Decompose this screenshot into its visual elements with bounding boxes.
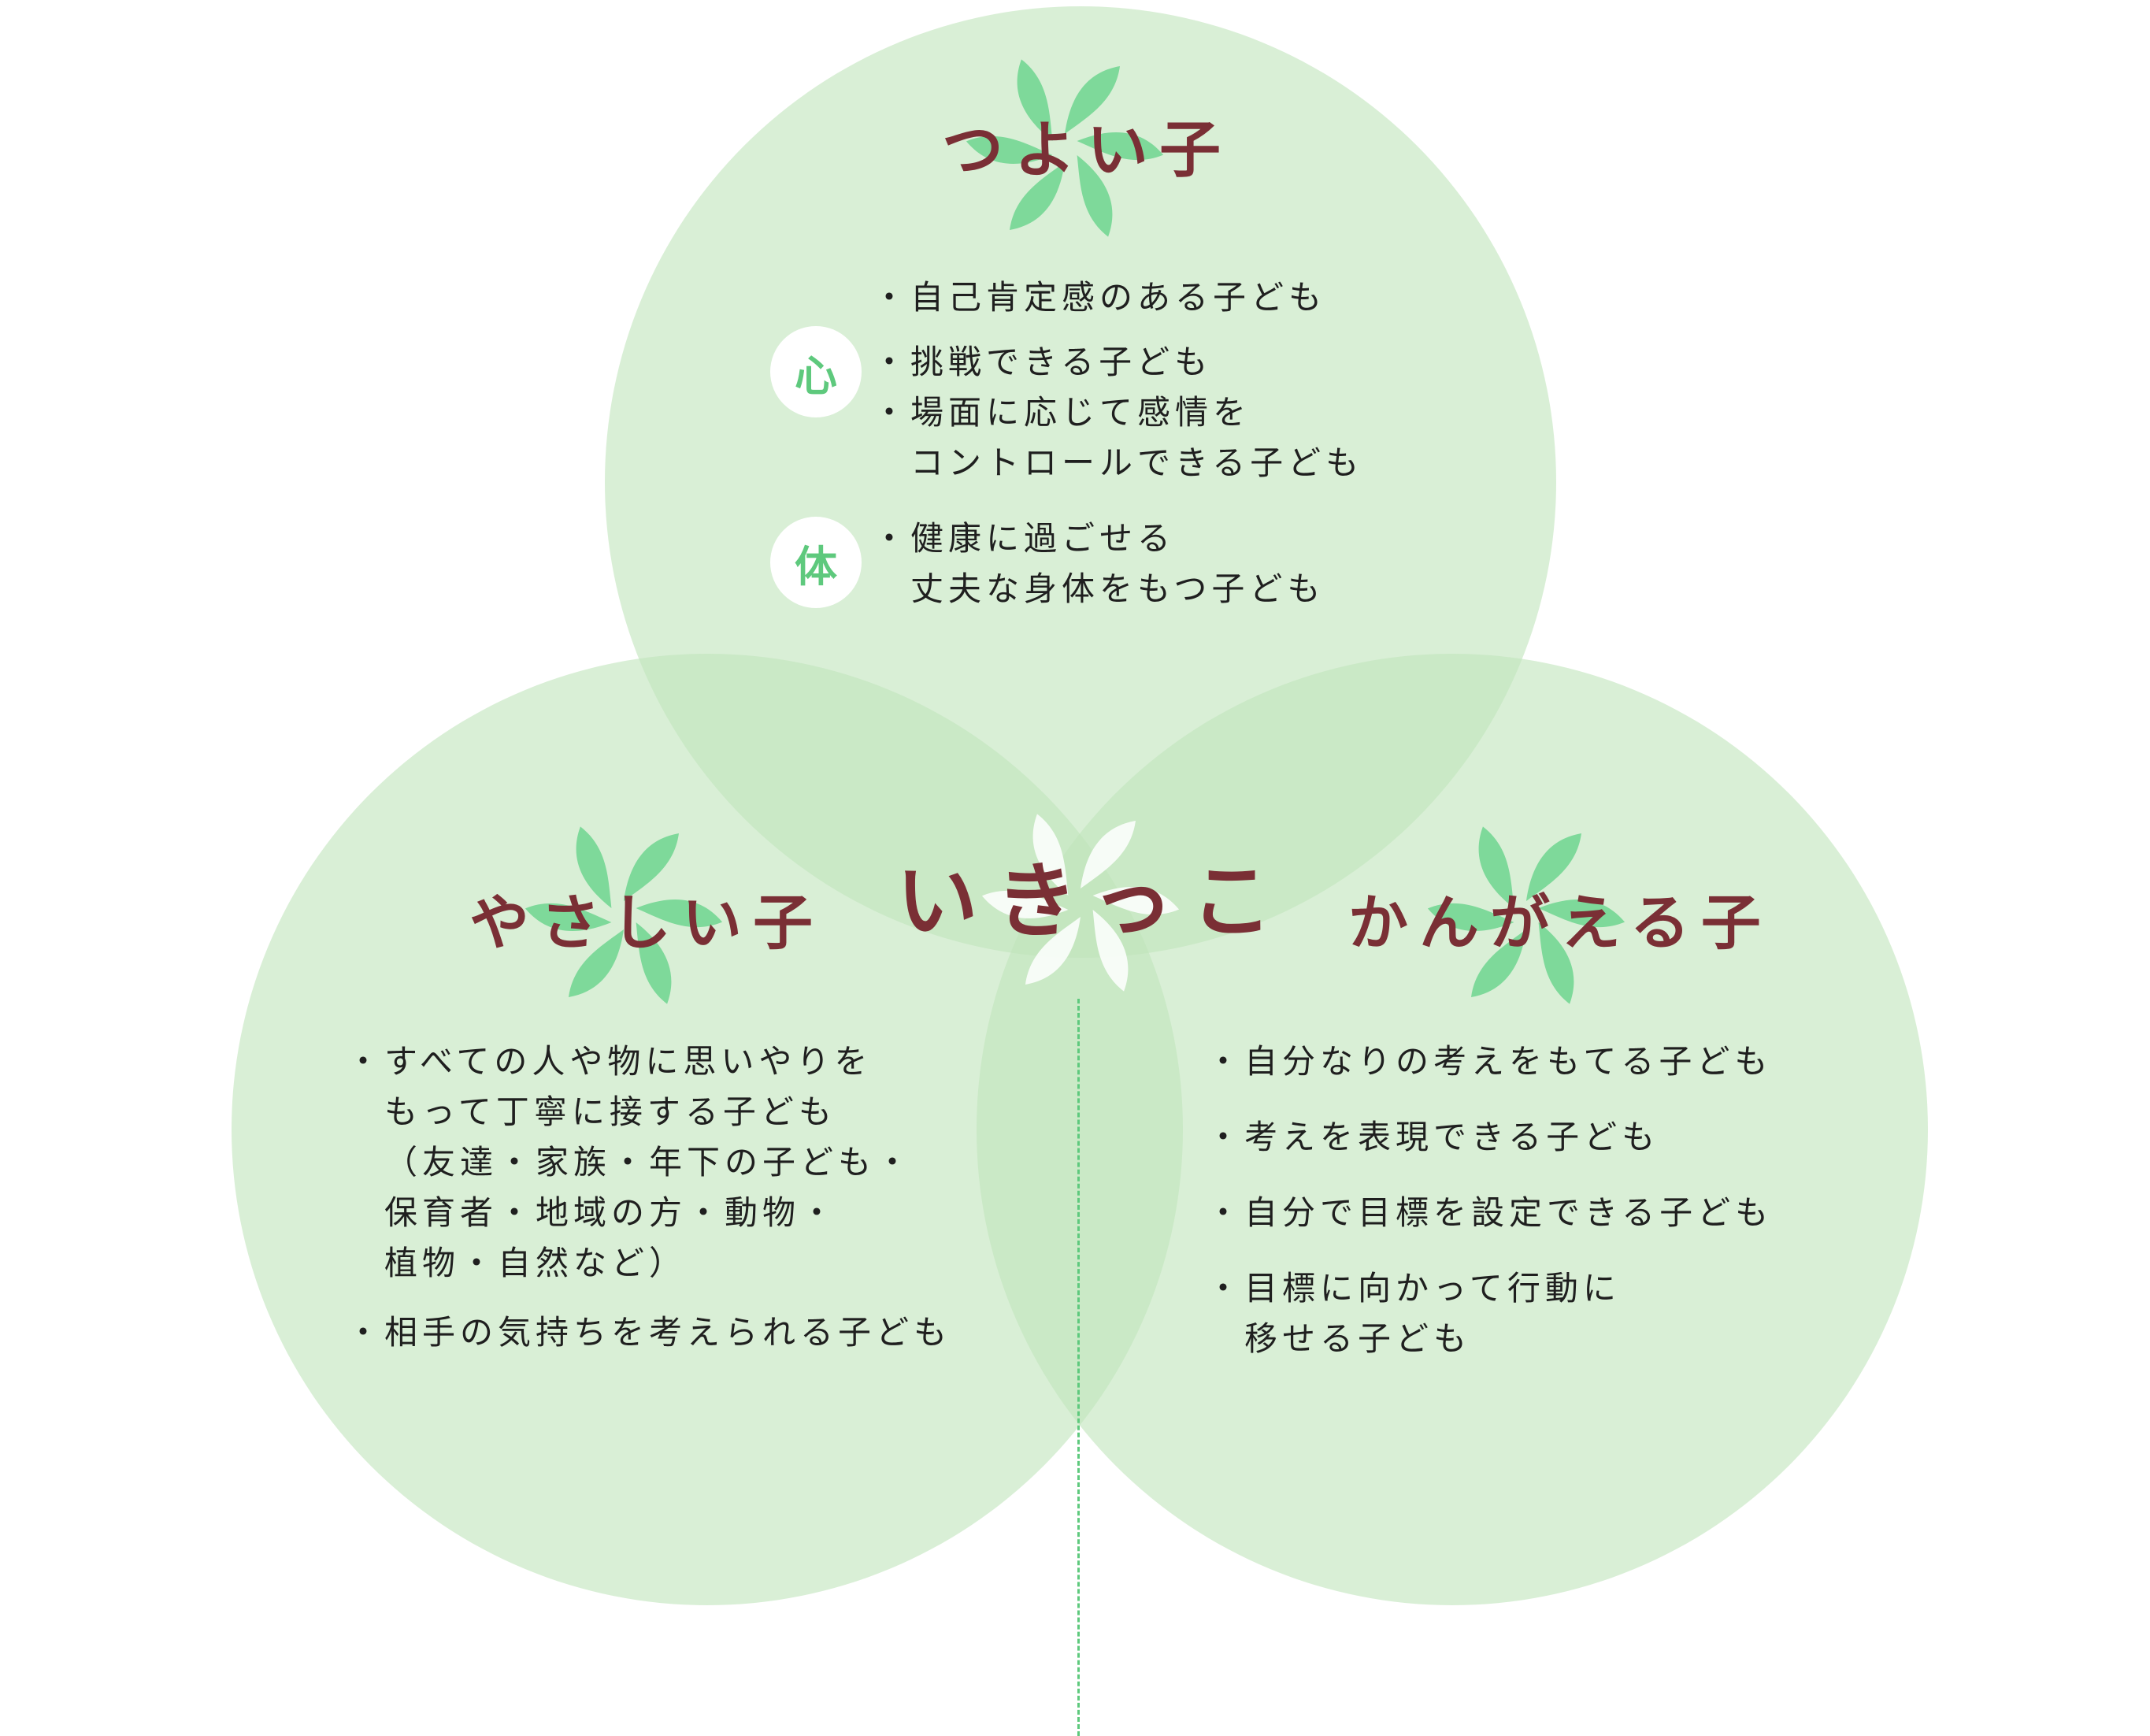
list-body: 健康に過ごせる 丈夫な身体をもつ子ども xyxy=(873,514,1325,614)
list-think: 自分なりの考えをもてる子ども 考えを表現できる子ども 自分で目標を設定できる子ど… xyxy=(1207,1037,1773,1364)
pinwheel-blade xyxy=(624,833,679,901)
pinwheel-blade xyxy=(1025,917,1081,985)
pinwheel-blade xyxy=(1427,903,1514,931)
pinwheel-blade xyxy=(1526,833,1581,901)
pinwheel-blade xyxy=(636,900,723,928)
pinwheel-icon xyxy=(966,59,1164,237)
pinwheel-icon xyxy=(525,826,723,1004)
list-item: 考えを表現できる子ども xyxy=(1207,1112,1773,1163)
pinwheel-blade xyxy=(636,922,672,1004)
list-item: 相手の気持ちを考えられる子ども xyxy=(347,1308,951,1358)
pinwheel-blade xyxy=(981,890,1069,918)
pinwheel-blade xyxy=(1077,155,1113,237)
list-item: 目標に向かって行動に 移せる子ども xyxy=(1207,1263,1773,1364)
pinwheel-blade xyxy=(1092,910,1129,992)
badge-heart: 心 xyxy=(770,326,862,417)
pinwheel-blade xyxy=(1032,814,1069,896)
title-strong: つよい子 xyxy=(942,114,1233,186)
pinwheel-blade xyxy=(569,929,624,997)
pinwheel-blade xyxy=(1077,132,1164,161)
list-item: 自己肯定感のある子ども xyxy=(873,273,1363,323)
pinwheel-blade xyxy=(1471,929,1526,997)
pinwheel-blade xyxy=(1017,59,1053,141)
pinwheel-blade xyxy=(1538,900,1625,928)
list-item: 健康に過ごせる 丈夫な身体をもつ子ども xyxy=(873,514,1325,614)
list-item: 場面に応じて感情を コントロールできる子ども xyxy=(873,388,1363,488)
title-kind: やさしい子 xyxy=(469,888,824,958)
pinwheel-icon xyxy=(1427,826,1625,1004)
pinwheel-blade xyxy=(1065,66,1120,134)
pinwheel-blade xyxy=(1081,821,1136,888)
list-item: 自分なりの考えをもてる子ども xyxy=(1207,1037,1773,1087)
pinwheel-blade xyxy=(525,903,612,931)
pinwheel-blade xyxy=(966,135,1053,164)
list-item: 挑戦できる子ども xyxy=(873,337,1363,388)
pinwheel-blade xyxy=(576,826,612,908)
pinwheel-blade xyxy=(1010,162,1065,230)
list-item: すべての人や物に思いやりを もって丁寧に接する子ども （友達・家族・年下の子ども… xyxy=(347,1037,951,1289)
pinwheel-blade xyxy=(1538,922,1574,1004)
pinwheel-stem xyxy=(1077,999,1080,1736)
list-kind: すべての人や物に思いやりを もって丁寧に接する子ども （友達・家族・年下の子ども… xyxy=(347,1037,951,1358)
pinwheel-icon xyxy=(981,814,1180,992)
pinwheel-blade xyxy=(1478,826,1514,908)
badge-body: 体 xyxy=(770,517,862,608)
list-item: 自分で目標を設定できる子ども xyxy=(1207,1188,1773,1238)
title-center: いきっこ xyxy=(896,852,1290,949)
pinwheel-blade xyxy=(1092,887,1180,915)
title-think: かんがえる子 xyxy=(1348,888,1772,958)
list-heart: 自己肯定感のある子ども 挑戦できる子ども 場面に応じて感情を コントロールできる… xyxy=(873,273,1363,488)
